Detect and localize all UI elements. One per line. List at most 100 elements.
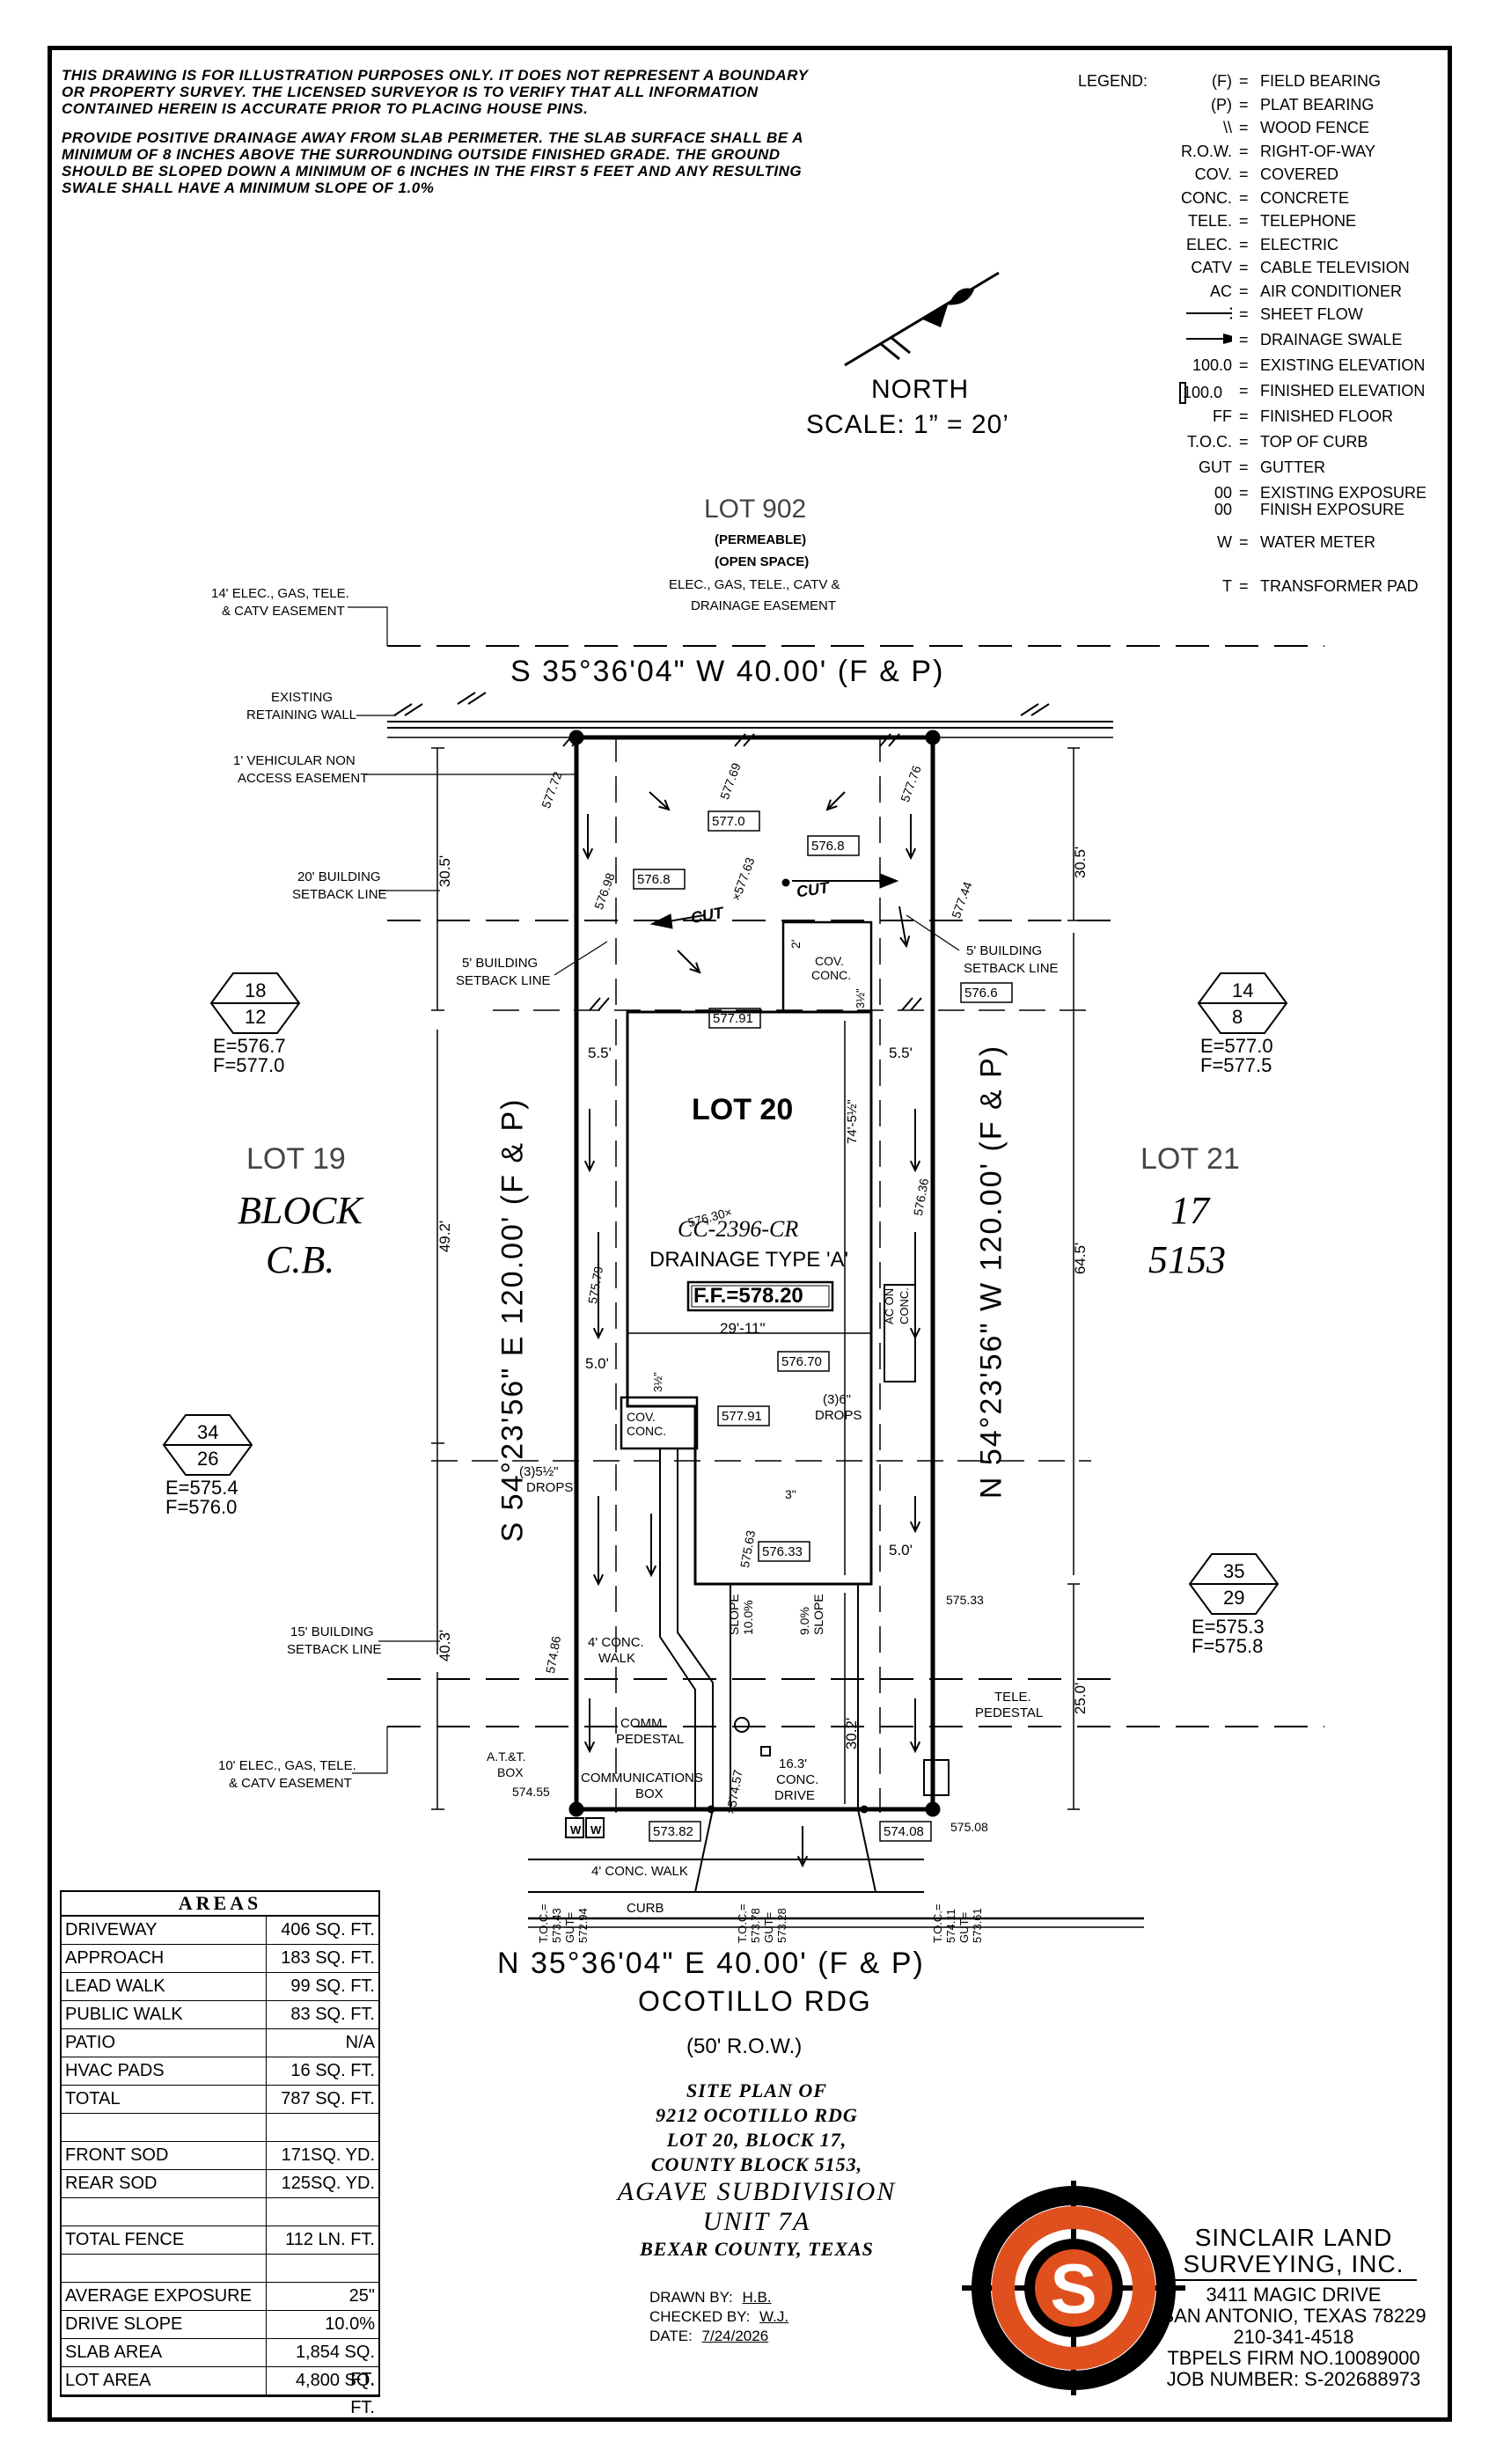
north-label: NORTH (871, 375, 970, 404)
legend-definition: COVERED (1260, 165, 1339, 183)
legend-title: LEGEND: (1078, 72, 1148, 90)
legend-definition: AIR CONDITIONER (1260, 282, 1403, 300)
areas-row: TOTAL 787 SQ. FT. (62, 2086, 378, 2114)
areas-label: FRONT SOD (62, 2142, 267, 2169)
legend-equals: = (1239, 407, 1249, 425)
areas-label: REAR SOD (62, 2170, 267, 2197)
legend-equals: = (1239, 72, 1249, 90)
legend-equals: = (1239, 259, 1249, 276)
company-name-1: SINCLAIR LAND (1194, 2224, 1393, 2251)
areas-value: 10.0% (325, 2314, 375, 2334)
areas-row: .. (62, 2198, 378, 2226)
areas-value: 787 SQ. FT. (281, 2089, 375, 2108)
legend-definition: TRANSFORMER PAD (1260, 577, 1419, 595)
elevation-box (758, 1541, 810, 1562)
legend-equals: = (1239, 282, 1249, 300)
legend-definition: PLAT BEARING (1260, 95, 1375, 114)
areas-value: 99 SQ. FT. (290, 1976, 375, 1996)
legend-definition: TELEPHONE (1260, 212, 1357, 230)
elevation-box (960, 982, 1013, 1003)
legend-abbr: ELEC. (1185, 235, 1232, 253)
title-line-1: SITE PLAN OF (686, 2079, 827, 2101)
legend-equals: = (1239, 356, 1249, 374)
legend-definition: SHEET FLOW (1260, 305, 1363, 323)
areas-value: 125SQ. YD. (281, 2174, 375, 2193)
legend-equals: = (1239, 119, 1249, 136)
legend-abbr: 100.0 (1192, 356, 1232, 374)
flow-arrow-icon (677, 950, 700, 973)
areas-row: REAR SOD 125SQ. YD. (62, 2170, 378, 2198)
legend-abbr: (P) (1211, 95, 1232, 114)
disclaimer-note: THIS DRAWING IS FOR ILLUSTRATION PURPOSE… (62, 67, 809, 117)
legend-abbr: (F) (1212, 72, 1232, 90)
areas-label: PATIO (62, 2029, 267, 2057)
legend-definition: WOOD FENCE (1260, 119, 1369, 136)
title-line-4: COUNTY BLOCK 5153, (650, 2153, 863, 2175)
legend-equals: = (1239, 458, 1249, 476)
legend-abbr: T (1222, 577, 1232, 595)
company-logo-icon: S (962, 2181, 1185, 2395)
areas-row: DRIVEWAY 406 SQ. FT. (62, 1917, 378, 1945)
legend-definition: TOP OF CURB (1260, 433, 1368, 451)
legend-abbr: W (1217, 533, 1232, 551)
areas-row: TOTAL FENCE 112 LN. FT. (62, 2226, 378, 2255)
elevation-box (717, 1405, 770, 1426)
areas-label: DRIVE SLOPE (62, 2311, 267, 2338)
legend-equals: = (1239, 382, 1249, 400)
flow-arrow-icon (649, 791, 670, 810)
legend-definition: DRAINAGE SWALE (1260, 331, 1403, 348)
legend-equals: = (1239, 165, 1249, 183)
legend-definition: CABLE TELEVISION (1260, 259, 1410, 276)
legend-equals: = (1239, 331, 1249, 348)
areas-value: . (267, 2255, 378, 2282)
areas-label: LOT AREA (62, 2367, 267, 2394)
areas-title: AREAS (62, 1892, 378, 1917)
areas-value: 183 SQ. FT. (281, 1948, 375, 1968)
areas-row: LEAD WALK 99 SQ. FT. (62, 1973, 378, 2001)
elevation-box (777, 1351, 830, 1372)
legend-definition: EXISTING ELEVATION (1260, 356, 1426, 374)
job-number: JOB NUMBER: S-202688973 (1166, 2368, 1421, 2390)
legend-definition: FIELD BEARING (1260, 72, 1382, 90)
legend-equals: = (1239, 142, 1249, 160)
areas-value: 112 LN. FT. (285, 2230, 375, 2249)
areas-label: . (62, 2198, 267, 2226)
areas-row: .. (62, 2255, 378, 2283)
title-line-5: AGAVE SUBDIVISION (617, 2177, 897, 2206)
flow-arrow-icon (898, 906, 907, 947)
legend-abbr: R.O.W. (1181, 142, 1232, 160)
title-line-7: BEXAR COUNTY, TEXAS (640, 2238, 874, 2260)
legend-definition: RIGHT-OF-WAY (1260, 142, 1375, 160)
legend-abbr: CATV (1191, 259, 1232, 276)
company-address-1: 3411 MAGIC DRIVE (1206, 2284, 1382, 2306)
areas-label: TOTAL FENCE (62, 2226, 267, 2254)
company-address-2: SAN ANTONIO, TEXAS 78229 (1161, 2305, 1426, 2327)
areas-label: TOTAL (62, 2086, 267, 2113)
areas-row: DRIVE SLOPE 10.0% (62, 2311, 378, 2339)
company-info: SINCLAIR LAND SURVEYING, INC. 3411 MAGIC… (1153, 2225, 1434, 2390)
company-firm-number: TBPELS FIRM NO.10089000 (1167, 2347, 1420, 2369)
areas-label: LEAD WALK (62, 1973, 267, 2000)
areas-value: 1,854 SQ. FT. (295, 2343, 375, 2389)
legend-definition: GUTTER (1260, 458, 1325, 476)
legend-abbr: COV. (1194, 165, 1232, 183)
legend: (F)=FIELD BEARING(P)=PLAT BEARING\\=WOOD… (1144, 72, 1461, 600)
legend-equals: = (1239, 433, 1249, 451)
legend-equals: = (1239, 305, 1249, 323)
elevation-box (633, 869, 686, 890)
areas-value: 25" (348, 2286, 375, 2306)
legend-definition: FINISHED ELEVATION (1260, 382, 1426, 400)
areas-label: DRIVEWAY (62, 1917, 267, 1944)
legend-definition: ELECTRIC (1260, 235, 1339, 253)
legend-equals: = (1239, 484, 1249, 502)
legend-abbr: AC (1209, 282, 1232, 300)
areas-value: 406 SQ. FT. (281, 1920, 375, 1940)
